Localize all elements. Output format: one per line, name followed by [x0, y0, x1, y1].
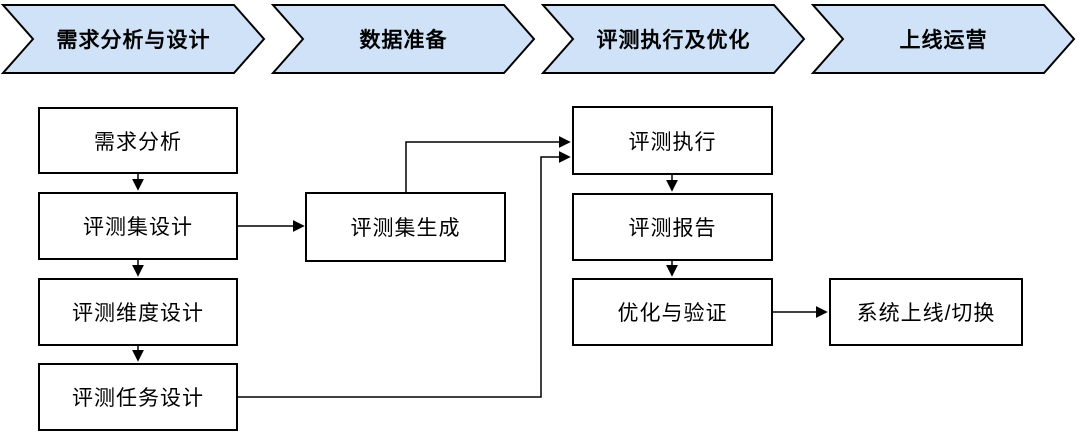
node-task-design: 评测任务设计 — [38, 363, 238, 431]
node-label-dimension-design: 评测维度设计 — [72, 302, 204, 325]
node-label-task-design: 评测任务设计 — [72, 387, 204, 410]
phase-chevron-requirement-design — [0, 4, 266, 74]
node-system-launch: 系统上线/切换 — [829, 278, 1023, 346]
phase-chevron-data-preparation — [270, 4, 536, 74]
node-eval-execution: 评测执行 — [572, 106, 773, 175]
node-label-eval-report: 评测报告 — [628, 217, 717, 240]
node-label-evalset-generation: 评测集生成 — [350, 217, 461, 240]
node-label-evalset-design: 评测集设计 — [83, 216, 193, 239]
node-req-analysis: 需求分析 — [38, 107, 238, 174]
phase-chevron-launch-operations — [810, 4, 1076, 74]
node-label-system-launch: 系统上线/切换 — [856, 302, 996, 325]
edge-arrow-evalset-generation-to-eval-execution — [405, 136, 571, 192]
node-dimension-design: 评测维度设计 — [38, 278, 238, 346]
node-label-req-analysis: 需求分析 — [94, 130, 182, 154]
phase-chevron-eval-exec-optimize — [540, 4, 806, 74]
node-label-optimize-verify: 优化与验证 — [617, 302, 728, 325]
node-evalset-design: 评测集设计 — [38, 192, 238, 260]
node-evalset-generation: 评测集生成 — [305, 192, 506, 262]
node-eval-report: 评测报告 — [572, 193, 773, 261]
edge-arrow-task-design-to-eval-execution — [238, 151, 571, 398]
node-optimize-verify: 优化与验证 — [572, 278, 773, 346]
node-label-eval-execution: 评测执行 — [628, 130, 717, 154]
